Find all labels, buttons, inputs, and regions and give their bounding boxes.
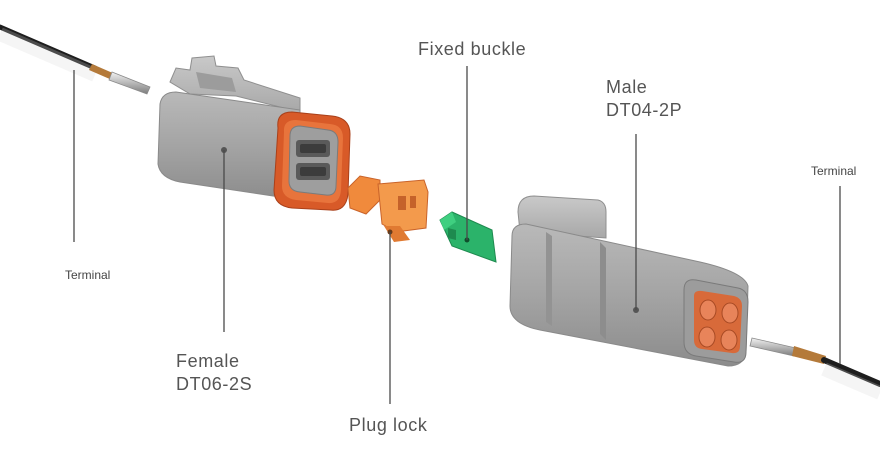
female-connector	[157, 55, 351, 211]
female-label: Female DT06-2S	[176, 350, 252, 396]
terminal-right-label: Terminal	[811, 164, 857, 178]
male-connector	[509, 195, 749, 367]
left-cable	[0, 24, 98, 71]
female-front-face	[288, 125, 339, 196]
terminal-left-label: Terminal	[65, 268, 111, 282]
right-cable	[821, 357, 880, 387]
male-label-line2: DT04-2P	[606, 100, 683, 120]
left-terminal-pin	[108, 71, 151, 95]
plug-lock-label: Plug lock	[349, 415, 428, 435]
leader-lines	[73, 66, 841, 404]
fixed-buckle-part	[439, 211, 497, 263]
male-label: Male DT04-2P	[606, 76, 682, 122]
left-terminal-crimp	[89, 64, 115, 80]
right-terminal-assembly	[749, 337, 880, 400]
plug-lock-part	[347, 175, 429, 242]
fixed-buckle-label: Fixed buckle	[418, 39, 527, 59]
female-label-line1: Female	[176, 351, 240, 371]
left-terminal-assembly	[0, 24, 151, 95]
female-label-line2: DT06-2S	[176, 374, 253, 394]
right-terminal-pin	[749, 337, 797, 357]
right-terminal-crimp	[792, 346, 826, 364]
male-label-line1: Male	[606, 77, 648, 97]
